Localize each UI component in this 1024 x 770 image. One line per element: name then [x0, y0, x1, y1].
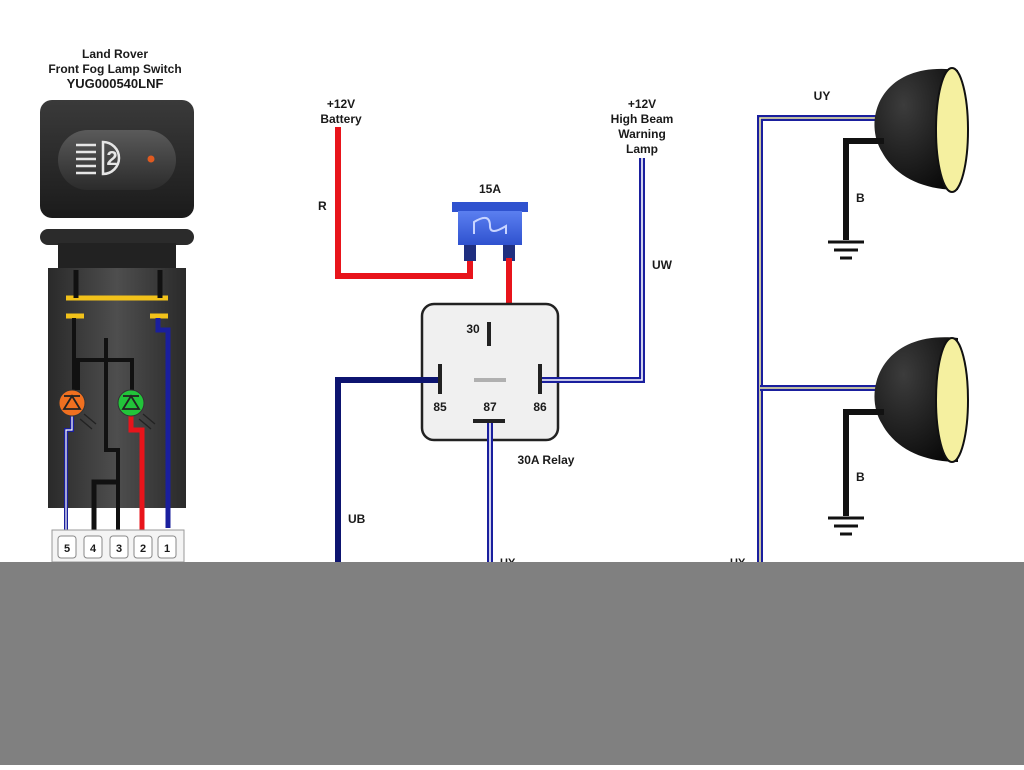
b-wire-code-bottom: B: [856, 470, 865, 484]
uy-lamp-wire-code: UY: [814, 89, 831, 103]
fuse-element-icon: [473, 216, 507, 234]
fog-lamp-top: B: [828, 67, 969, 260]
switch-icon-digit: 2: [106, 148, 117, 170]
warning-lamp-voltage: +12V: [628, 97, 656, 111]
switch-connector: 5 4 3 2 1: [51, 529, 185, 563]
warning-lamp-line3: Warning: [618, 127, 666, 141]
fuse-15a: 15A: [452, 182, 528, 261]
fuse-blade-left: [464, 245, 476, 261]
b-wire-code-top: B: [856, 191, 865, 205]
switch-internal-wiring: [64, 270, 171, 540]
switch-indicator-icon: [147, 155, 155, 163]
lamp-top-ground-wire: [843, 138, 884, 240]
red-wire: [335, 127, 473, 279]
amber-led-icon: [58, 389, 97, 430]
ground-icon: [828, 516, 864, 536]
fog-lamp-switch: Land Rover Front Fog Lamp Switch YUG0005…: [40, 47, 194, 563]
switch-neck: [58, 243, 176, 269]
battery-label: Battery: [320, 112, 362, 126]
fuse-rating-label: 15A: [479, 182, 501, 196]
relay-pin-30-label: 30: [466, 322, 480, 336]
lamp-bottom-ground-wire: [843, 409, 884, 516]
warning-lamp-feed: +12V High Beam Warning Lamp UW: [542, 97, 674, 383]
switch-part-number: YUG000540LNF: [67, 76, 164, 91]
ub-wire: UB: [335, 377, 438, 570]
fuse-blade-right: [503, 245, 515, 261]
switch-title-line2: Front Fog Lamp Switch: [48, 62, 181, 76]
switch-bezel: [40, 229, 194, 245]
relay-30a: 30 85 86 87 30A Relay: [420, 302, 575, 467]
green-led-icon: [117, 389, 156, 430]
switch-title-line1: Land Rover: [82, 47, 148, 61]
switch-pin-5: 5: [64, 543, 70, 555]
battery-feed: +12V Battery R: [318, 97, 473, 279]
relay-rating-label: 30A Relay: [518, 453, 575, 467]
relay-pin-85-label: 85: [433, 400, 447, 414]
switch-pin-2: 2: [140, 543, 146, 555]
relay-pin-86-label: 86: [533, 400, 547, 414]
red-wire-code: R: [318, 199, 327, 213]
battery-voltage-label: +12V: [327, 97, 355, 111]
uy-relay-wire: UY: [487, 423, 516, 570]
ub-wire-code: UB: [348, 512, 366, 526]
switch-pin-3: 3: [116, 543, 122, 555]
switch-pin-4: 4: [90, 543, 97, 555]
lamp-bottom-lens: [935, 337, 969, 463]
ground-icon: [828, 240, 864, 260]
lamp-top-lens: [935, 67, 969, 193]
fuse-cap: [452, 202, 528, 212]
gray-overlay-band: [0, 562, 1024, 765]
warning-lamp-line4: Lamp: [626, 142, 658, 156]
warning-lamp-line2: High Beam: [611, 112, 674, 126]
relay-pin-87-label: 87: [483, 400, 497, 414]
lamp-feed-wiring: UY UY: [730, 89, 884, 570]
uw-wire-code: UW: [652, 258, 673, 272]
switch-pin-1: 1: [164, 543, 170, 555]
fog-lamp-bottom: B: [828, 337, 969, 536]
fog-lamp-icon: 2: [76, 140, 121, 176]
